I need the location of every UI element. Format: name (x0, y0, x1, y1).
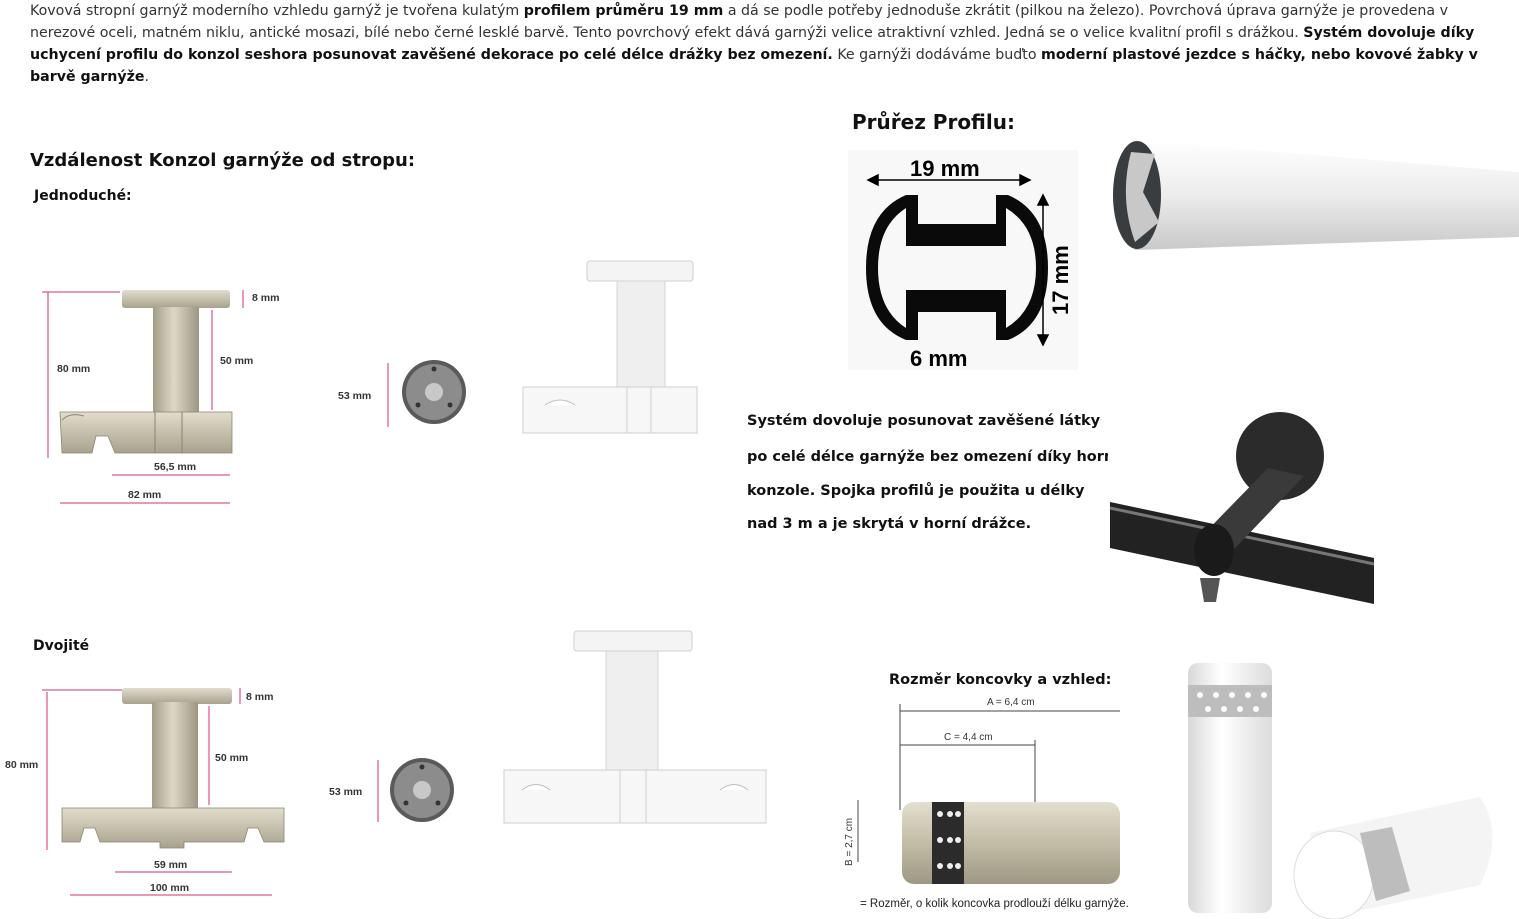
profile-heading: Průřez Profilu: (852, 110, 1015, 134)
double-dim-top: 8 mm (246, 691, 273, 703)
system-line-4: nad 3 m a je skrytá v horní drážce. (747, 516, 1032, 532)
system-line-3: konzole. Spojka profilů je použita u dél… (747, 483, 1085, 499)
black-rail-photo (1108, 408, 1378, 608)
single-label: Jednoduché: (34, 188, 132, 204)
double-plate-diagram: 53 mm (329, 758, 454, 822)
intro-bold-1: profilem průměru 19 mm (523, 3, 724, 19)
intro-paragraph: Kovová stropní garnýž moderního vzhledu … (30, 0, 1500, 88)
intro-bold-3: moderní plastové jezdce s háčky, nebo ko… (30, 47, 1478, 85)
holder (59, 411, 233, 454)
system-line-2: po celé délce garnýže bez omezení díky h… (747, 449, 1223, 465)
single-dim-plate: 53 mm (338, 390, 371, 402)
double-dim-inner: 59 mm (154, 859, 187, 871)
endcap-dim-a: A = 6,4 cm (987, 697, 1035, 708)
endcap-diagram: A = 6,4 cm C = 4,4 cm B = 2,7 cm C (844, 697, 1120, 884)
single-dim-top: 8 mm (252, 292, 279, 304)
system-line-1: Systém dovoluje posunovat zavěšené látky (747, 413, 1101, 429)
intro-text-1: Kovová stropní garnýž moderního vzhledu … (30, 3, 524, 19)
profile-cross-section: 19 mm 6 mm 17 mm (848, 150, 1078, 370)
endcap-dim-c: C = 4,4 cm (944, 732, 993, 743)
double-bracket-diagram: 8 mm 80 mm 50 mm 59 mm 100 mm (5, 688, 285, 896)
ceiling-plate (122, 290, 230, 308)
intro-bold-2: Systém dovoluje díky uchycení profilu do… (30, 25, 1475, 63)
white-rail-photo (1113, 140, 1519, 250)
endcap-caption: = Rozměr, o kolik koncovka prodlouží dél… (860, 898, 1129, 910)
single-dim-height: 80 mm (57, 363, 90, 375)
intro-text-4: . (144, 69, 150, 85)
double-bracket-white (503, 630, 767, 824)
single-dim-outer: 82 mm (128, 489, 161, 501)
intro-text-3: Ke garnýži dodáváme buďto (832, 47, 1042, 63)
single-plate-diagram: 53 mm (338, 360, 466, 427)
double-dim-outer: 100 mm (150, 882, 189, 894)
single-dim-stem: 50 mm (220, 355, 253, 367)
profile-height-label: 17 mm (1048, 245, 1073, 315)
double-dim-plate: 53 mm (329, 786, 362, 798)
single-dim-inner: 56,5 mm (154, 461, 196, 473)
double-dim-height: 80 mm (5, 759, 38, 771)
intro-text-2: a dá se podle potřeby jednoduše zkrátit … (30, 3, 1448, 41)
stem (153, 307, 199, 417)
profile-slot-label: 6 mm (910, 346, 967, 370)
endcap-dim-b: B = 2,7 cm (844, 818, 855, 866)
single-bracket-diagram: 8 mm 80 mm 50 mm 56,5 mm 82 mm (42, 290, 279, 504)
white-endcaps-photo (1188, 663, 1493, 919)
double-label: Dvojité (33, 638, 90, 654)
brackets-heading: Vzdálenost Konzol garnýže od stropu: (30, 150, 416, 171)
endcap-heading: Rozměr koncovky a vzhled: (889, 672, 1112, 688)
double-dim-stem: 50 mm (215, 752, 248, 764)
profile-width-label: 19 mm (910, 156, 980, 181)
single-bracket-white (522, 260, 698, 434)
